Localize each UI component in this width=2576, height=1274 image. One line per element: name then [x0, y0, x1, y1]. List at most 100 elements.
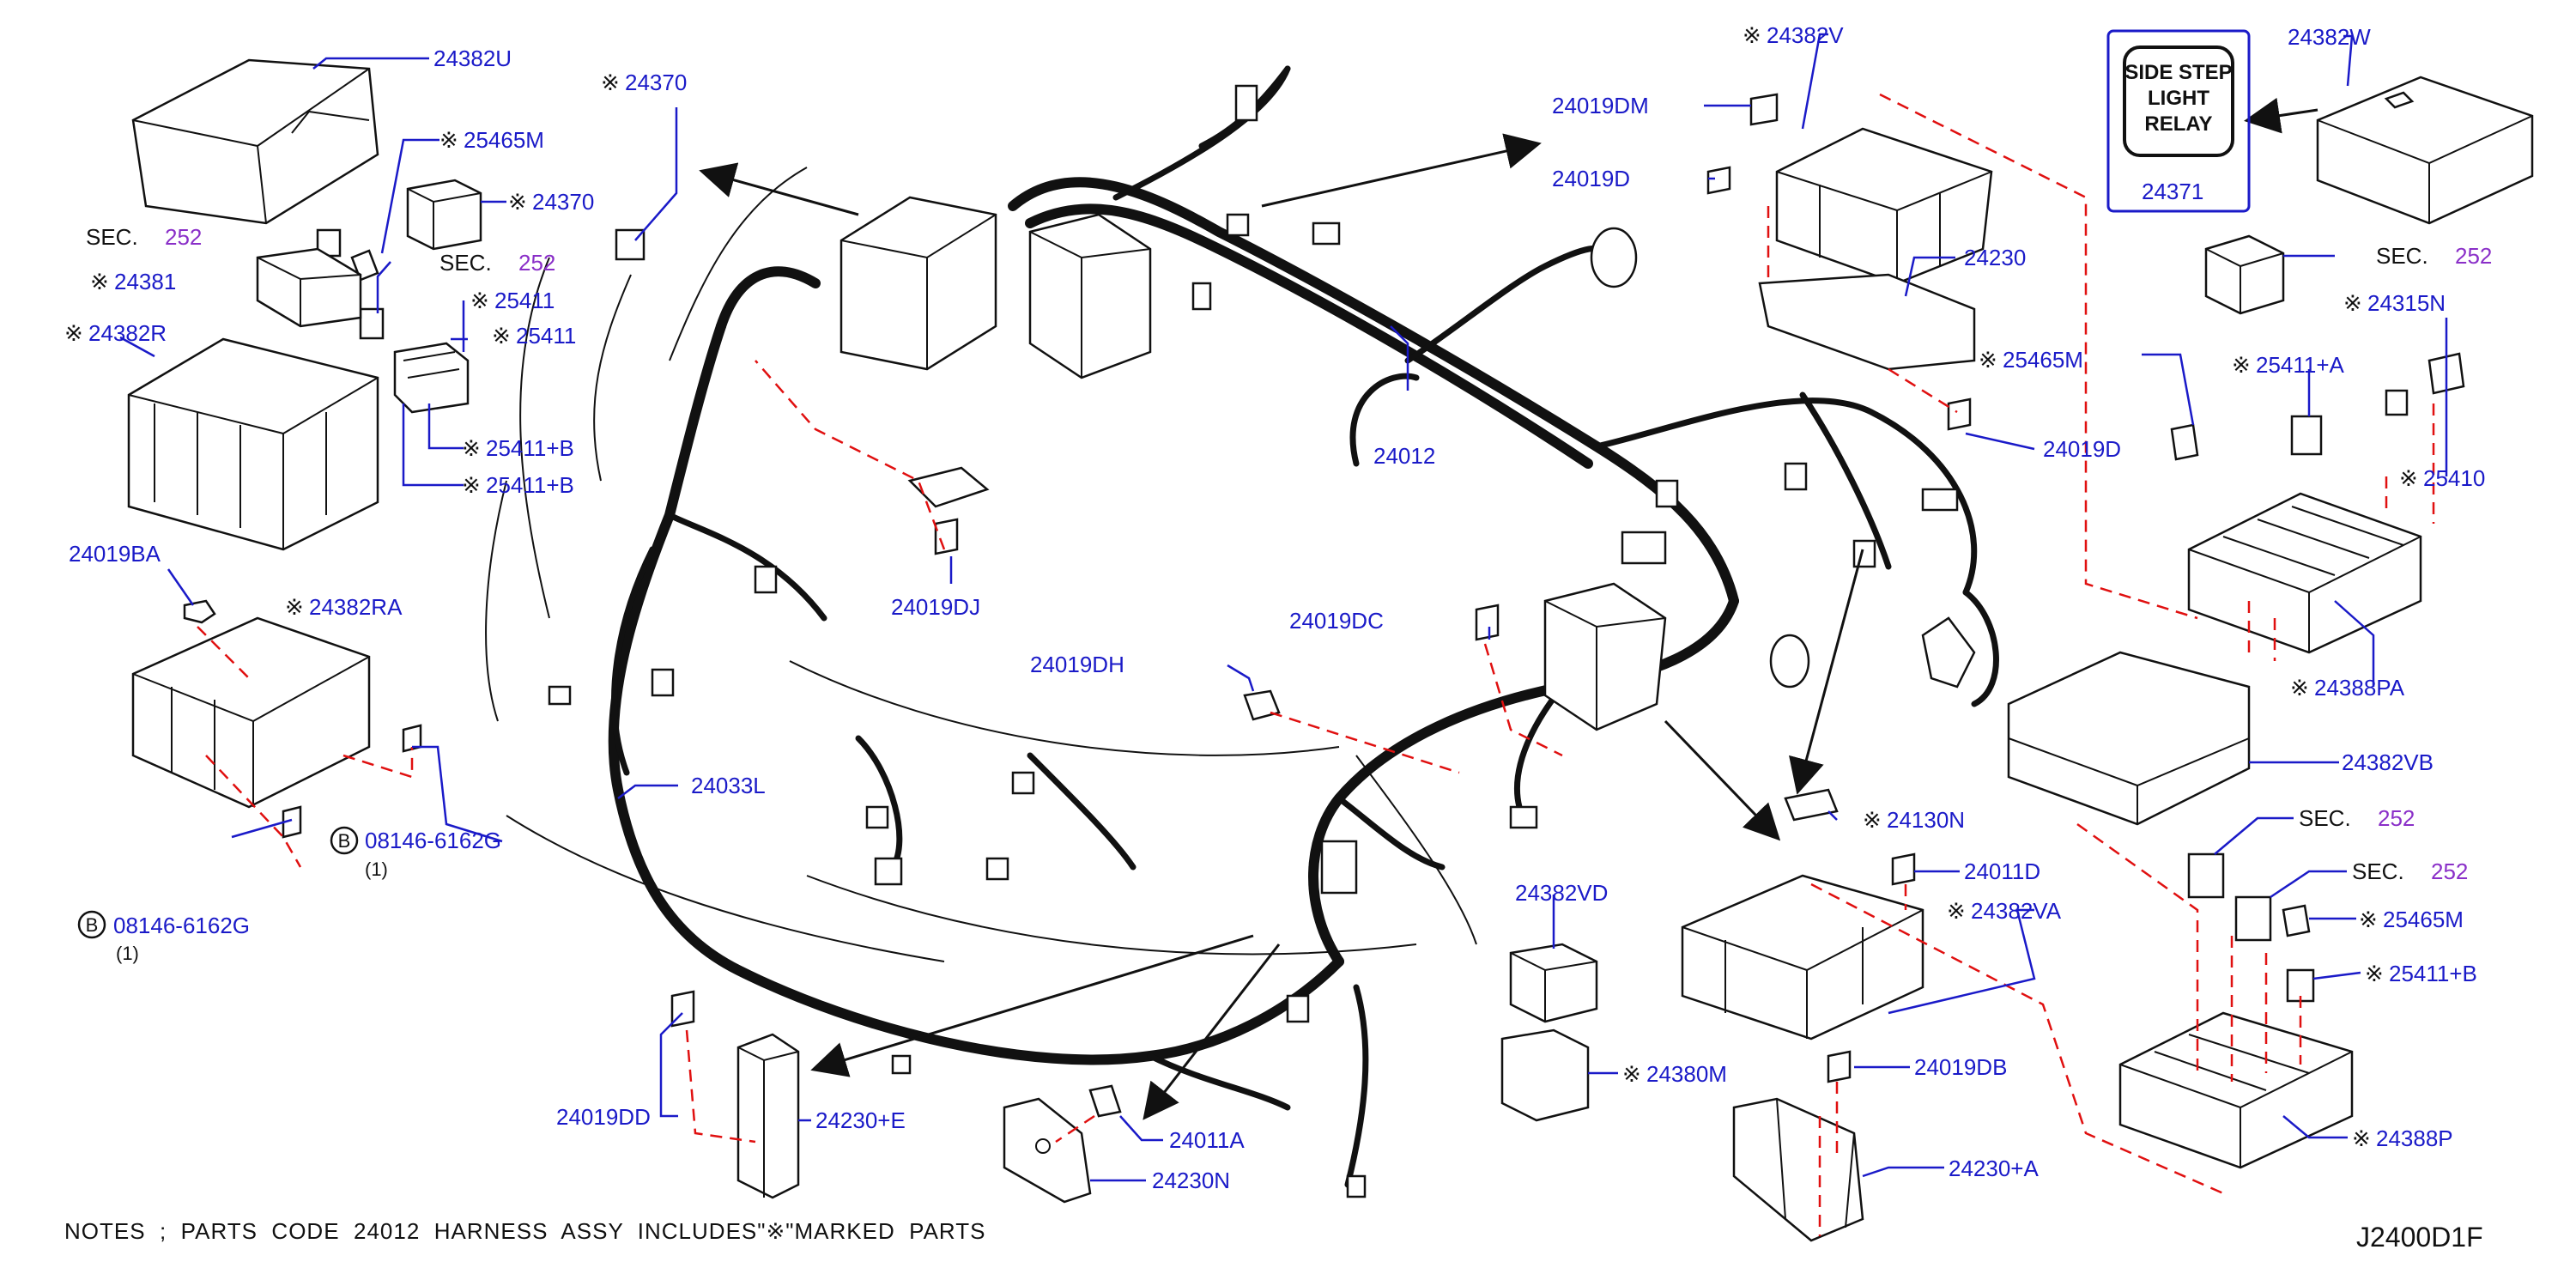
label-24230E: 24230+E — [815, 1107, 906, 1133]
label-24012: 24012 — [1373, 443, 1435, 469]
label-25411B-c: 25411+B — [2389, 961, 2477, 986]
mark: ※ — [2352, 1125, 2371, 1151]
label-25465M-b: 25465M — [2003, 347, 2083, 373]
label-24370-b: 24370 — [532, 189, 594, 215]
section-ref-number: 252 — [2455, 243, 2492, 269]
label-24019DH: 24019DH — [1030, 652, 1124, 677]
mark: ※ — [1863, 807, 1882, 833]
label-08146-6162G-a: 08146-6162G — [365, 828, 501, 853]
mark: ※ — [492, 323, 511, 349]
label-25465M-c: 25465M — [2383, 907, 2464, 932]
section-ref: SEC. — [2352, 858, 2404, 884]
mark: ※ — [285, 594, 304, 620]
relay-text-line1: SIDE STEP — [2124, 61, 2232, 84]
mark: ※ — [1979, 347, 1997, 373]
label-24382W: 24382W — [2288, 24, 2371, 50]
mark: ※ — [2343, 290, 2362, 316]
label-24382U: 24382U — [433, 46, 512, 71]
label-24011D: 24011D — [1964, 858, 2040, 884]
section-ref-number: 252 — [2378, 805, 2415, 831]
section-ref-number: 252 — [518, 250, 555, 276]
mark: ※ — [601, 70, 620, 95]
right-bottom-parts — [1500, 651, 2354, 1242]
mark: ※ — [462, 435, 481, 461]
diagram-code: J2400D1F — [2356, 1222, 2483, 1253]
mark: ※ — [90, 269, 109, 294]
mark: ※ — [1622, 1061, 1641, 1087]
label-25411B-b: 25411+B — [486, 472, 574, 498]
relay-callout-box: SIDE STEP LIGHT RELAY — [2106, 29, 2251, 213]
label-25411A: 25411+A — [2256, 352, 2345, 378]
main-harness-24012 — [608, 65, 1999, 1188]
label-24019DM: 24019DM — [1552, 93, 1649, 118]
footer: NOTES ; PARTS CODE 24012 HARNESS ASSY IN… — [64, 1218, 2483, 1253]
label-25410: 25410 — [2423, 465, 2485, 491]
label-24019BA: 24019BA — [69, 541, 161, 567]
label-24315N: 24315N — [2367, 290, 2446, 316]
part-labels: 24382U ※ 25465M ※ 24370 ※ 24370 SEC. 252… — [64, 22, 2492, 1193]
section-ref: SEC. — [86, 224, 138, 250]
relay-text-line2: LIGHT — [2148, 87, 2209, 110]
label-24388P: 24388P — [2376, 1125, 2453, 1151]
dashed-assembly-lines — [197, 93, 2435, 1236]
mark: ※ — [1947, 898, 1966, 924]
label-24019DJ: 24019DJ — [891, 594, 980, 620]
label-24019DD: 24019DD — [556, 1104, 651, 1130]
label-24382RA: 24382RA — [309, 594, 403, 620]
left-parts — [127, 58, 482, 839]
label-24388PA: 24388PA — [2314, 675, 2405, 701]
section-ref: SEC. — [2376, 243, 2428, 269]
section-ref: SEC. — [439, 250, 492, 276]
frame-curves — [485, 167, 1477, 962]
label-24230: 24230 — [1964, 245, 2026, 270]
label-25465M-a: 25465M — [464, 127, 544, 153]
mark: ※ — [1743, 22, 1761, 48]
label-24011A: 24011A — [1169, 1127, 1245, 1153]
label-24230A: 24230+A — [1949, 1156, 2039, 1181]
label-24019D-b: 24019D — [2043, 436, 2121, 462]
label-24380M: 24380M — [1646, 1061, 1727, 1087]
qty-b: (1) — [116, 943, 139, 964]
harness-components — [548, 84, 1976, 1198]
label-25411B-a: 25411+B — [486, 435, 574, 461]
section-ref-number: 252 — [2431, 858, 2468, 884]
b-marker-b: B — [86, 914, 99, 936]
mark: ※ — [439, 127, 458, 153]
label-24230N: 24230N — [1152, 1168, 1230, 1193]
label-08146-6162G-b: 08146-6162G — [113, 913, 250, 938]
label-24019D-a: 24019D — [1552, 166, 1630, 191]
mark: ※ — [2232, 352, 2251, 378]
section-ref: SEC. — [2299, 805, 2351, 831]
label-24382VB: 24382VB — [2342, 749, 2434, 775]
footer-notes: NOTES ; PARTS CODE 24012 HARNESS ASSY IN… — [64, 1218, 985, 1244]
label-24382V: 24382V — [1767, 22, 1844, 48]
section-ref-number: 252 — [165, 224, 202, 250]
mark: ※ — [2399, 465, 2418, 491]
mark: ※ — [2359, 907, 2378, 932]
mark: ※ — [508, 189, 527, 215]
leader-lines — [119, 33, 2448, 1182]
label-24130N: 24130N — [1887, 807, 1965, 833]
bottom-center-parts — [615, 228, 1500, 1204]
right-top-parts — [1706, 76, 2534, 654]
mark: ※ — [470, 288, 489, 313]
b-marker-a: B — [338, 830, 351, 852]
label-24033L: 24033L — [691, 773, 766, 798]
label-24370-a: 24370 — [625, 70, 687, 95]
label-24019DC: 24019DC — [1289, 608, 1384, 634]
label-24019DB: 24019DB — [1914, 1054, 2007, 1080]
qty-a: (1) — [365, 858, 388, 880]
direction-arrows — [699, 97, 2318, 1120]
relay-text-line3: RELAY — [2144, 112, 2212, 136]
label-24371: 24371 — [2142, 179, 2203, 204]
mark: ※ — [64, 320, 83, 346]
label-24382R: 24382R — [88, 320, 167, 346]
label-25411-a: 25411 — [494, 288, 555, 313]
mark: ※ — [2365, 961, 2384, 986]
b-markers: B B — [77, 826, 359, 939]
label-24382VD: 24382VD — [1515, 880, 1608, 906]
label-24381: 24381 — [114, 269, 176, 294]
label-25411-b: 25411 — [516, 323, 576, 349]
label-24382VA: 24382VA — [1971, 898, 2062, 924]
mark: ※ — [2290, 675, 2309, 701]
